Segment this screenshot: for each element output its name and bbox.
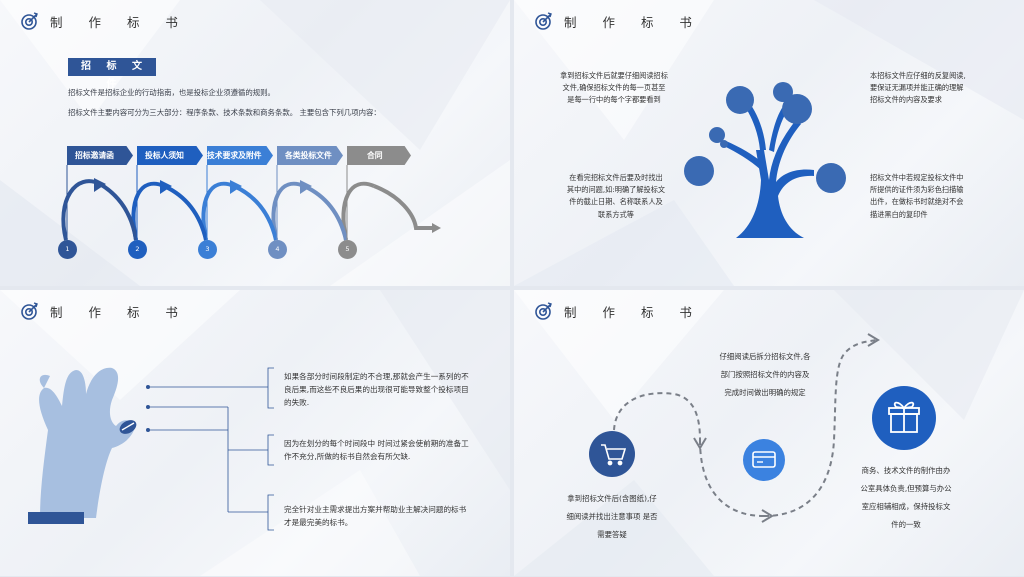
slide-title: 制 作 标 书: [50, 304, 189, 320]
step-4-number: 4: [268, 240, 287, 259]
step-2-flag: 投标人须知: [137, 146, 203, 165]
background-facets: [0, 0, 510, 286]
gift-icon: [888, 401, 920, 433]
slide-2[interactable]: 制 作 标 书 拿到招标文件后就要仔细阅读招标文件,确保招标文件的每一页甚至是每…: [514, 0, 1024, 286]
process-arcs: [61, 165, 441, 241]
step-left-text: 拿到招标文件后(含图纸),仔细阅读并找出注意事项 是否需要答疑: [566, 494, 658, 539]
slide-header: 制 作 标 书: [534, 10, 703, 32]
point-2-text: 因为在划分的每个时间段中 时间过紧会使前期的准备工作不充分,所做的标书自然会有所…: [284, 439, 469, 461]
hand-pill-illustration: [28, 367, 274, 531]
step-5-flag: 合同: [347, 146, 411, 165]
intro-line-1: 招标文件是招标企业的行动指南，也是投标企业须遵循的规则。: [68, 88, 275, 97]
slide-header: 制 作 标 书: [534, 300, 703, 322]
slide-title: 制 作 标 书: [564, 14, 703, 30]
slide-title: 制 作 标 书: [564, 304, 703, 320]
target-icon: [535, 302, 552, 320]
point-3-text: 完全针对业主需求提出方案并帮助业主解决问题的标书才是最完美的标书。: [284, 505, 467, 527]
note-bottom-right: 招标文件中若规定投标文件中所提供的证件须为彩色扫描输出件，在做标书时就绝对不会描…: [870, 173, 964, 219]
process-path: [589, 333, 936, 523]
point-1-text: 如果各部分时间段制定的不合理,那就会产生一系列的不良后果,而这些不良后果的出现很…: [284, 372, 469, 407]
step-right-text: 商务、技术文件的制作由办公室具体负责,但预算与办公室应相辅相成，保持投标文件的一…: [860, 466, 952, 529]
step-1-flag: 招标邀请函: [67, 146, 133, 165]
step-5-number: 5: [338, 240, 357, 259]
step-1-number: 1: [58, 240, 77, 259]
section-title: 招 标 文 件: [68, 58, 156, 90]
card-icon: [752, 451, 776, 468]
note-bottom-left: 在看完招标文件后要及时找出其中的问题,如:明确了解投标文件的截止日期、名称联系人…: [566, 173, 666, 219]
cart-icon: [601, 444, 627, 466]
note-top-right: 本招标文件应仔细的反复阅读,要保证无漏项并能正确的理解招标文件的内容及要求: [870, 71, 966, 105]
step-2-number: 2: [128, 240, 147, 259]
background-facets: [514, 290, 1024, 576]
slide-3[interactable]: 制 作 标 书 如果各部分时间段制定的不合理,那就会产生一系列的不良后果,而这些…: [0, 290, 510, 576]
step-top-text: 仔细阅读后拆分招标文件,各部门按照招标文件的内容及完成时间做出明确的规定: [719, 352, 811, 397]
target-icon: [535, 12, 552, 30]
tree-illustration: [684, 82, 846, 238]
slide-header: 制 作 标 书: [20, 300, 189, 322]
slide-1[interactable]: 制 作 标 书 招 标 文 件 招标文件是招标企业的行动指南，也是投标企业须遵循…: [0, 0, 510, 286]
step-3-number: 3: [198, 240, 217, 259]
target-icon: [21, 302, 38, 320]
step-3-flag: 技术要求及附件: [207, 146, 273, 165]
slide-header: 制 作 标 书: [20, 10, 189, 32]
background-facets: [514, 0, 1024, 286]
background-facets: [0, 290, 510, 576]
target-icon: [21, 12, 38, 30]
slide-title: 制 作 标 书: [50, 14, 189, 30]
note-top-left: 拿到招标文件后就要仔细阅读招标文件,确保招标文件的每一页甚至是每一行中的每个字都…: [560, 71, 668, 105]
slide-4[interactable]: 制 作 标 书 仔细阅读后拆分招: [514, 290, 1024, 576]
step-4-flag: 各类投标文件: [277, 146, 343, 165]
intro-line-2: 招标文件主要内容可分为三大部分：程序条款、技术条款和商务条款。 主要包含下列几项…: [68, 108, 381, 117]
